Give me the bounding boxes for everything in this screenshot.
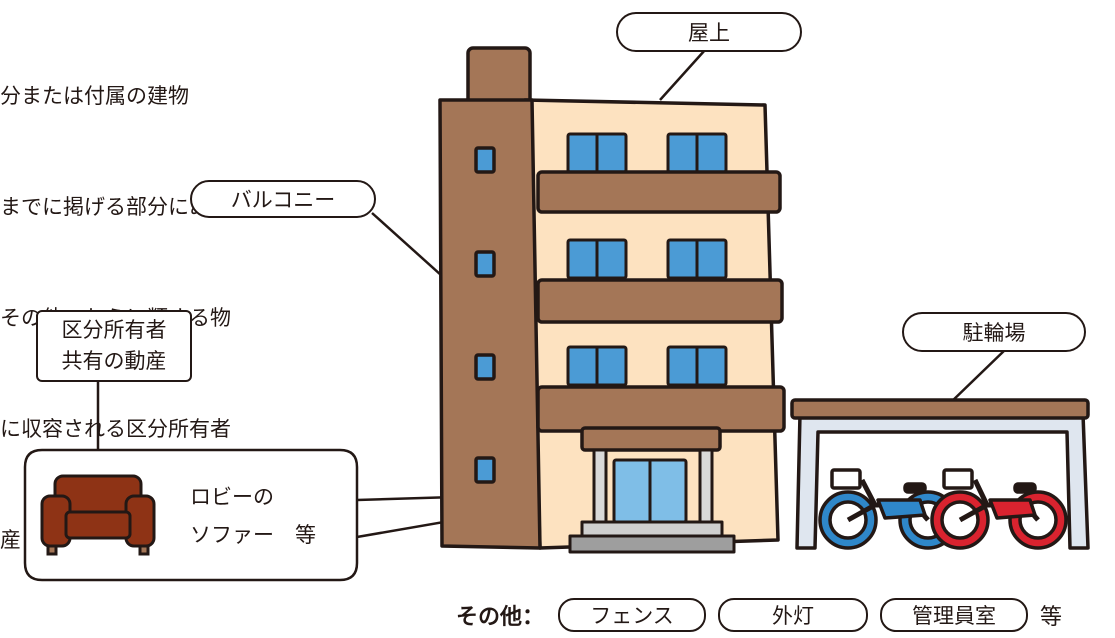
entrance-pillar [592,448,608,524]
balcony [536,278,784,324]
shared-property-label-line1: 区分所有者 [61,318,167,342]
shared-property-label: 区分所有者 共有の動産 [36,310,192,382]
shared-property-label-line2: 共有の動産 [61,349,167,373]
window [474,353,496,381]
window [474,456,496,484]
balcony [536,170,782,214]
parking-leader [947,347,1008,406]
other-row: その他： フェンス 外灯 管理員室 等 [456,598,1062,632]
rooftop-label: 屋上 [616,12,802,52]
window [474,250,496,278]
entrance-canopy [580,426,722,452]
entrance-step [580,520,724,538]
sofa-icon [40,474,156,556]
intro-line: に収容される区分所有者 [0,417,231,441]
entrance-pillar [698,448,714,524]
bicycle-parking-label: 駐輪場 [902,312,1086,352]
other-label: その他： [456,605,545,630]
balcony [536,385,786,433]
other-item-outdoor-light: 外灯 [718,598,869,632]
lobby-sofa-text: ロビーの ソファー 等 [190,478,316,554]
shed-roof [790,398,1090,420]
bicycle-shed [790,398,1090,550]
red-bicycle [930,468,1068,550]
rooftop-leader [659,49,706,101]
window [474,146,496,174]
shed-frame [795,412,1090,550]
intro-line: 分または付属の建物 [0,84,189,108]
apartment-building [438,46,786,554]
lobby-sofa-line2: ソファー 等 [190,523,316,547]
other-item-management-office: 管理員室 [880,598,1029,632]
other-item-fence: フェンス [558,598,707,632]
other-suffix: 等 [1040,605,1063,630]
entrance-step [568,534,736,554]
lobby-sofa-line1: ロビーの [190,485,274,509]
balcony-label: バルコニー [190,180,376,218]
intro-line: 産 [0,528,21,552]
building-tower [438,98,542,550]
